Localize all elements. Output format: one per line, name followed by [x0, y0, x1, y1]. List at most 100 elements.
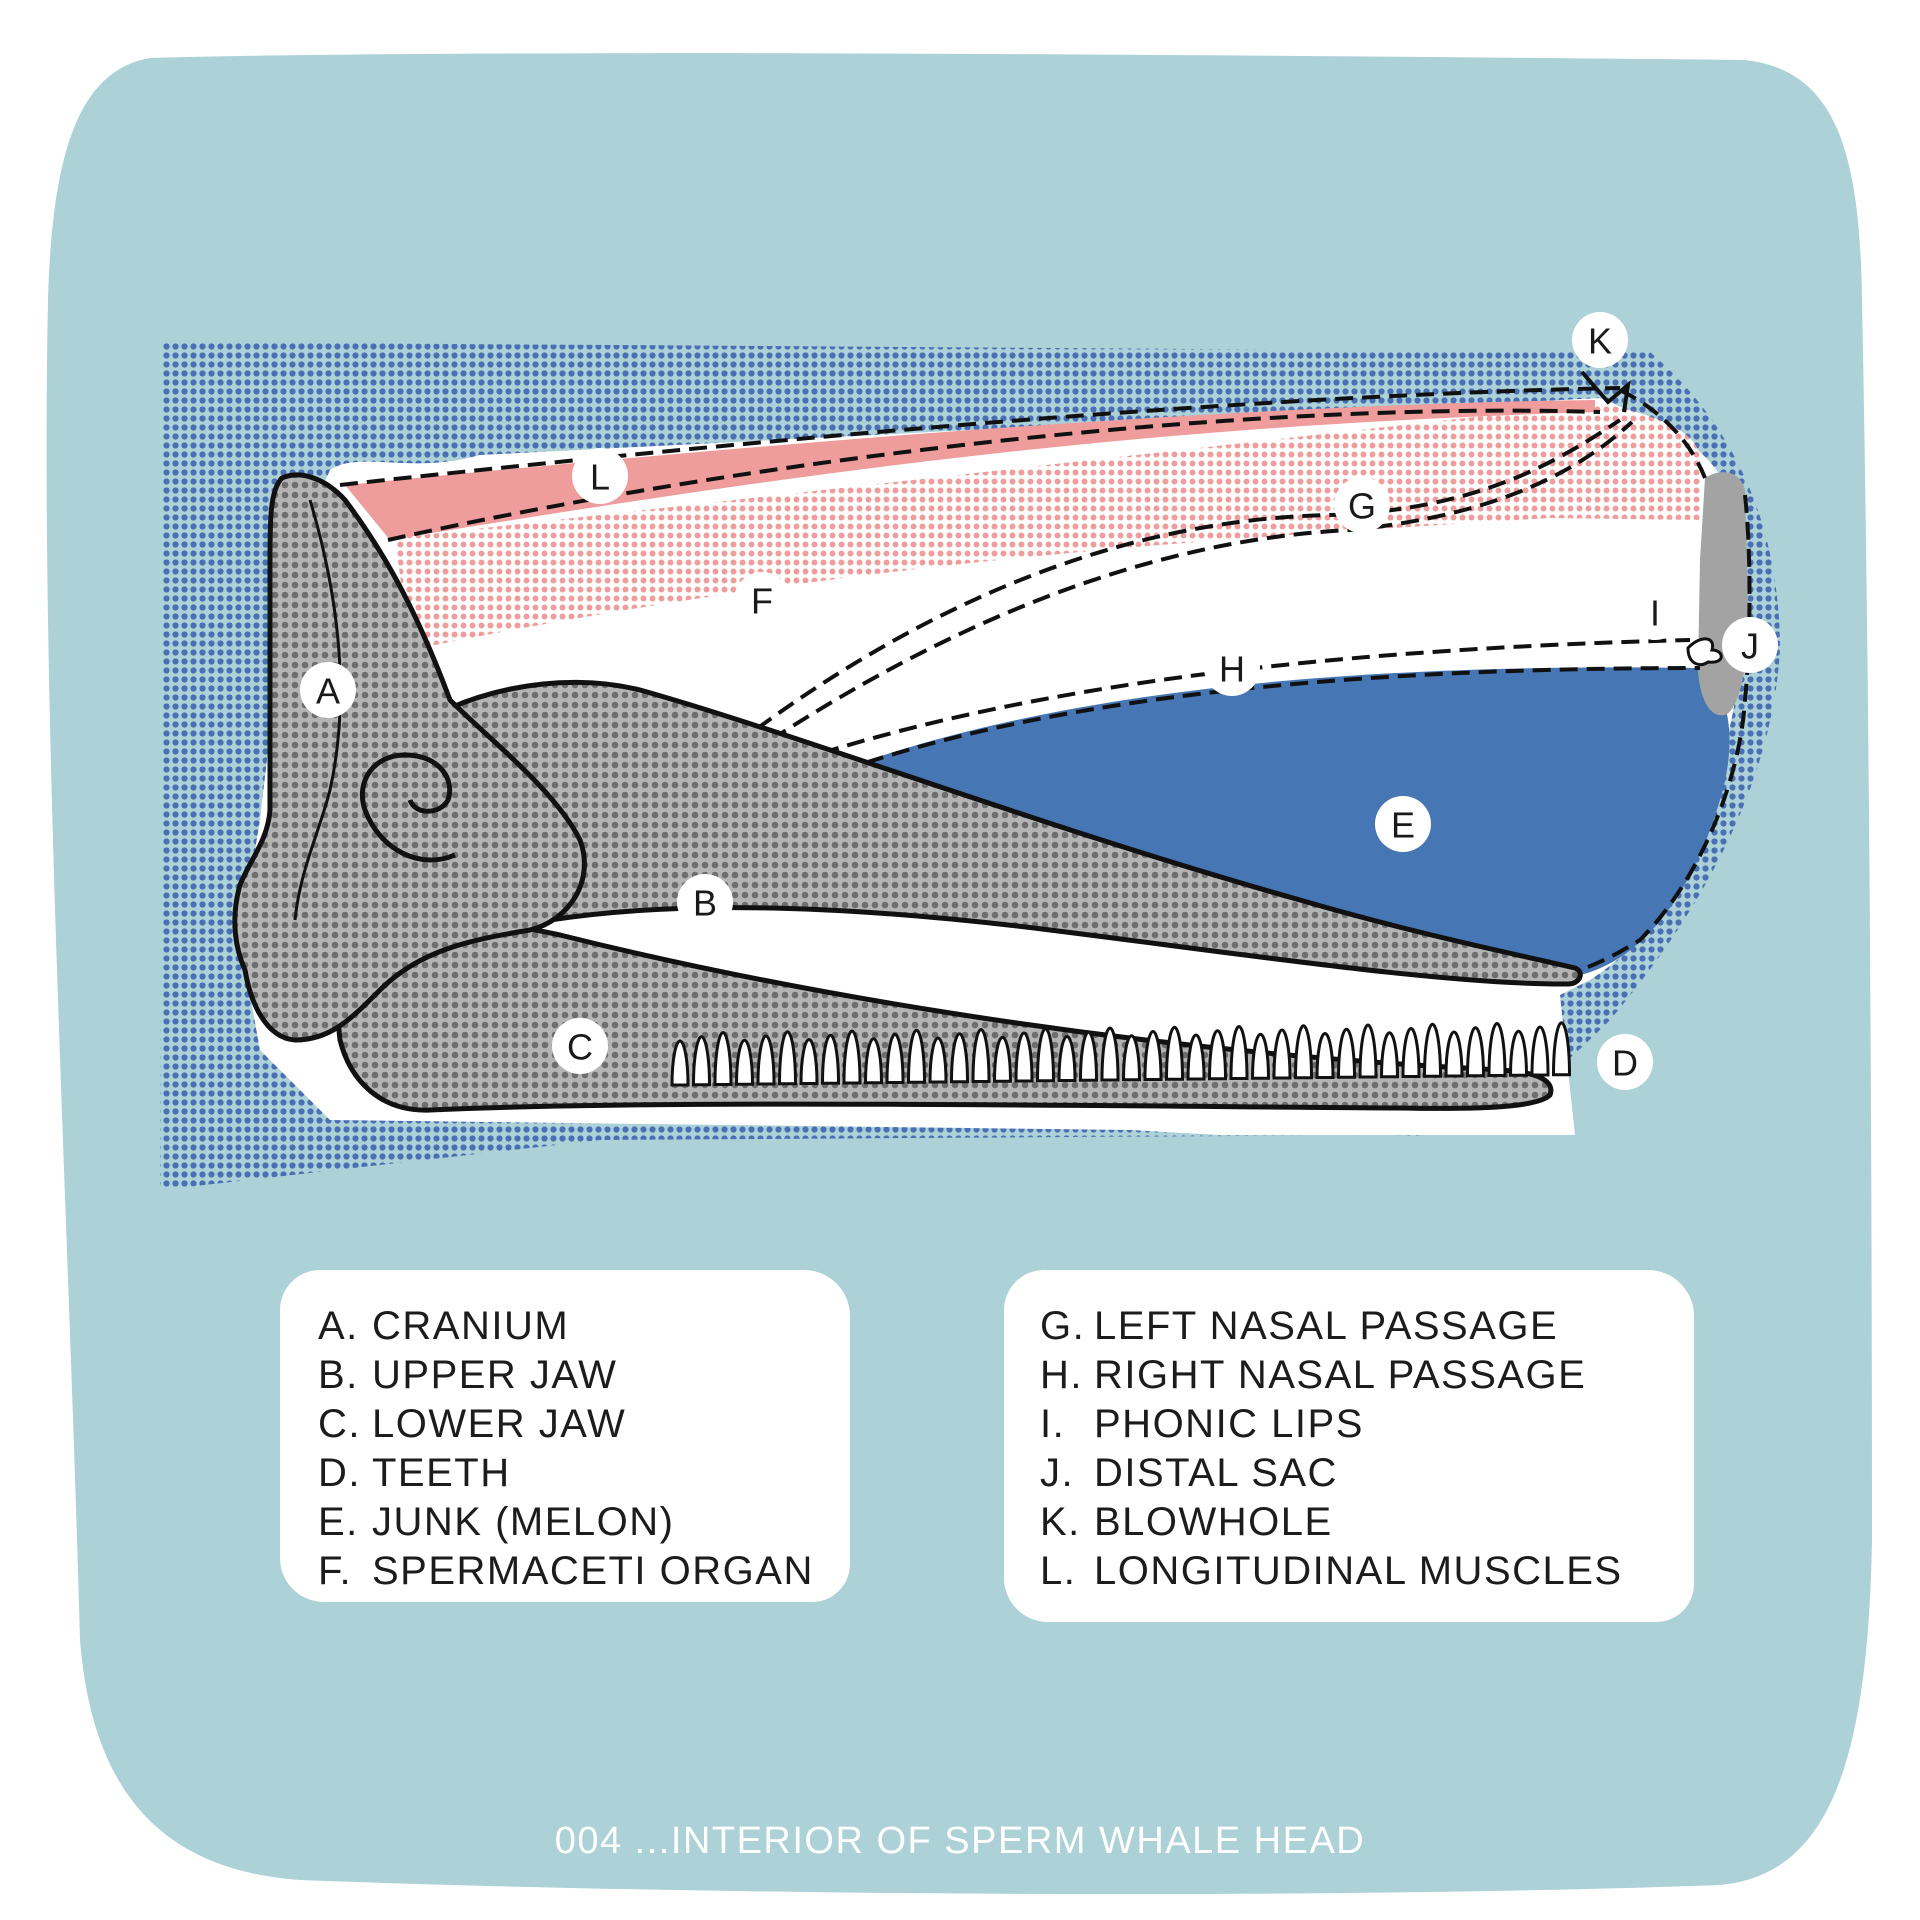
tooth [691, 1035, 712, 1087]
legend-label: DISTAL SAC [1094, 1451, 1338, 1495]
marker-circle [1597, 1034, 1653, 1090]
tooth [1551, 1021, 1572, 1077]
legend-label: LEFT NASAL PASSAGE [1094, 1304, 1559, 1348]
spermaceti-organ-shape [395, 403, 1700, 650]
tooth [1401, 1026, 1421, 1078]
tooth [1164, 1025, 1185, 1081]
legend-key: J. [1040, 1451, 1075, 1495]
tooth [1207, 1029, 1228, 1081]
tooth [1143, 1029, 1163, 1081]
marker-circle [300, 662, 356, 718]
marker-circle [677, 874, 733, 930]
tooth [1250, 1032, 1271, 1080]
legend-key: F. [318, 1549, 353, 1593]
marker-f: F [734, 572, 790, 628]
tooth [885, 1032, 905, 1084]
tooth [1100, 1026, 1120, 1082]
caption: 004 ...INTERIOR OF SPERM WHALE HEAD [554, 1820, 1366, 1862]
marker-letter: K [1588, 321, 1612, 362]
legend-label: BLOWHOLE [1094, 1500, 1333, 1544]
tooth [1379, 1031, 1400, 1079]
legend-key: G. [1040, 1304, 1086, 1348]
tooth [949, 1032, 970, 1084]
marker-letter: H [1219, 649, 1245, 690]
tooth [1078, 1030, 1099, 1082]
legend-item: D.TEETH [318, 1449, 850, 1498]
legend-label: JUNK (MELON) [372, 1500, 675, 1544]
legend-label: SPERMACETI ORGAN [372, 1549, 814, 1593]
tooth [756, 1034, 776, 1086]
marker-letter: J [1741, 626, 1759, 667]
marker-letter: I [1650, 593, 1660, 634]
tooth [1530, 1025, 1550, 1077]
marker-k: K [1572, 312, 1628, 368]
tooth [1508, 1029, 1529, 1077]
marker-circle [734, 572, 790, 628]
tooth [863, 1037, 884, 1085]
tooth [734, 1038, 755, 1086]
tooth [842, 1029, 862, 1085]
legend-label: LONGITUDINAL MUSCLES [1094, 1549, 1623, 1593]
legend-key: L. [1040, 1549, 1077, 1593]
tooth [799, 1037, 819, 1085]
legend-item: B.UPPER JAW [318, 1351, 850, 1400]
cranium-ridge [293, 499, 342, 921]
legend-item: A. CRANIUM [318, 1302, 850, 1351]
legend-key: B. [318, 1353, 359, 1397]
legend-key: A. [318, 1304, 359, 1348]
legend-key: K. [1040, 1500, 1081, 1544]
tooth [1465, 1026, 1486, 1078]
marker-letter: G [1348, 486, 1376, 527]
tooth [992, 1035, 1013, 1083]
marker-e: E [1375, 796, 1431, 852]
tooth [1336, 1027, 1357, 1079]
tooth [1315, 1031, 1335, 1079]
tooth [906, 1028, 927, 1084]
legend-label: LOWER JAW [372, 1402, 627, 1446]
marker-letter: C [567, 1027, 593, 1068]
tooth [1057, 1034, 1077, 1082]
marker-circle [1375, 796, 1431, 852]
marker-circle [1627, 584, 1683, 640]
legend-item: G.LEFT NASAL PASSAGE [1040, 1302, 1694, 1351]
tooth [1487, 1021, 1507, 1077]
legend-item: I.PHONIC LIPS [1040, 1400, 1694, 1449]
legend-label: RIGHT NASAL PASSAGE [1094, 1353, 1587, 1397]
dashed-outlines [339, 386, 1752, 980]
cranium-detail [359, 752, 456, 863]
legend-label: TEETH [372, 1451, 511, 1495]
tooth [1422, 1022, 1443, 1078]
legend-item: J. DISTAL SAC [1040, 1449, 1694, 1498]
marker-circle [1334, 477, 1390, 533]
tooth [820, 1033, 841, 1085]
marker-l: L [572, 448, 628, 504]
legend-label: PHONIC LIPS [1094, 1402, 1364, 1446]
tooth [1186, 1033, 1206, 1081]
distal-sac-shape [1698, 472, 1749, 716]
teeth [670, 1021, 1572, 1087]
marker-j: J [1722, 617, 1778, 673]
tooth [1444, 1030, 1464, 1078]
legend-label: CRANIUM [372, 1304, 570, 1348]
marker-g: G [1334, 477, 1390, 533]
legend-item: C.LOWER JAW [318, 1400, 850, 1449]
marker-circle [1572, 312, 1628, 368]
marker-c: C [552, 1018, 608, 1074]
tooth [1272, 1028, 1292, 1080]
marker-circle [572, 448, 628, 504]
tooth [971, 1027, 991, 1083]
marker-letter: B [693, 883, 717, 924]
tooth [1121, 1034, 1142, 1082]
marker-i: I [1627, 584, 1683, 640]
marker-circle [1722, 617, 1778, 673]
tooth [1293, 1024, 1314, 1080]
phonic-lips-shape [1686, 637, 1723, 667]
marker-circle [1204, 640, 1260, 696]
marker-b: B [677, 874, 733, 930]
